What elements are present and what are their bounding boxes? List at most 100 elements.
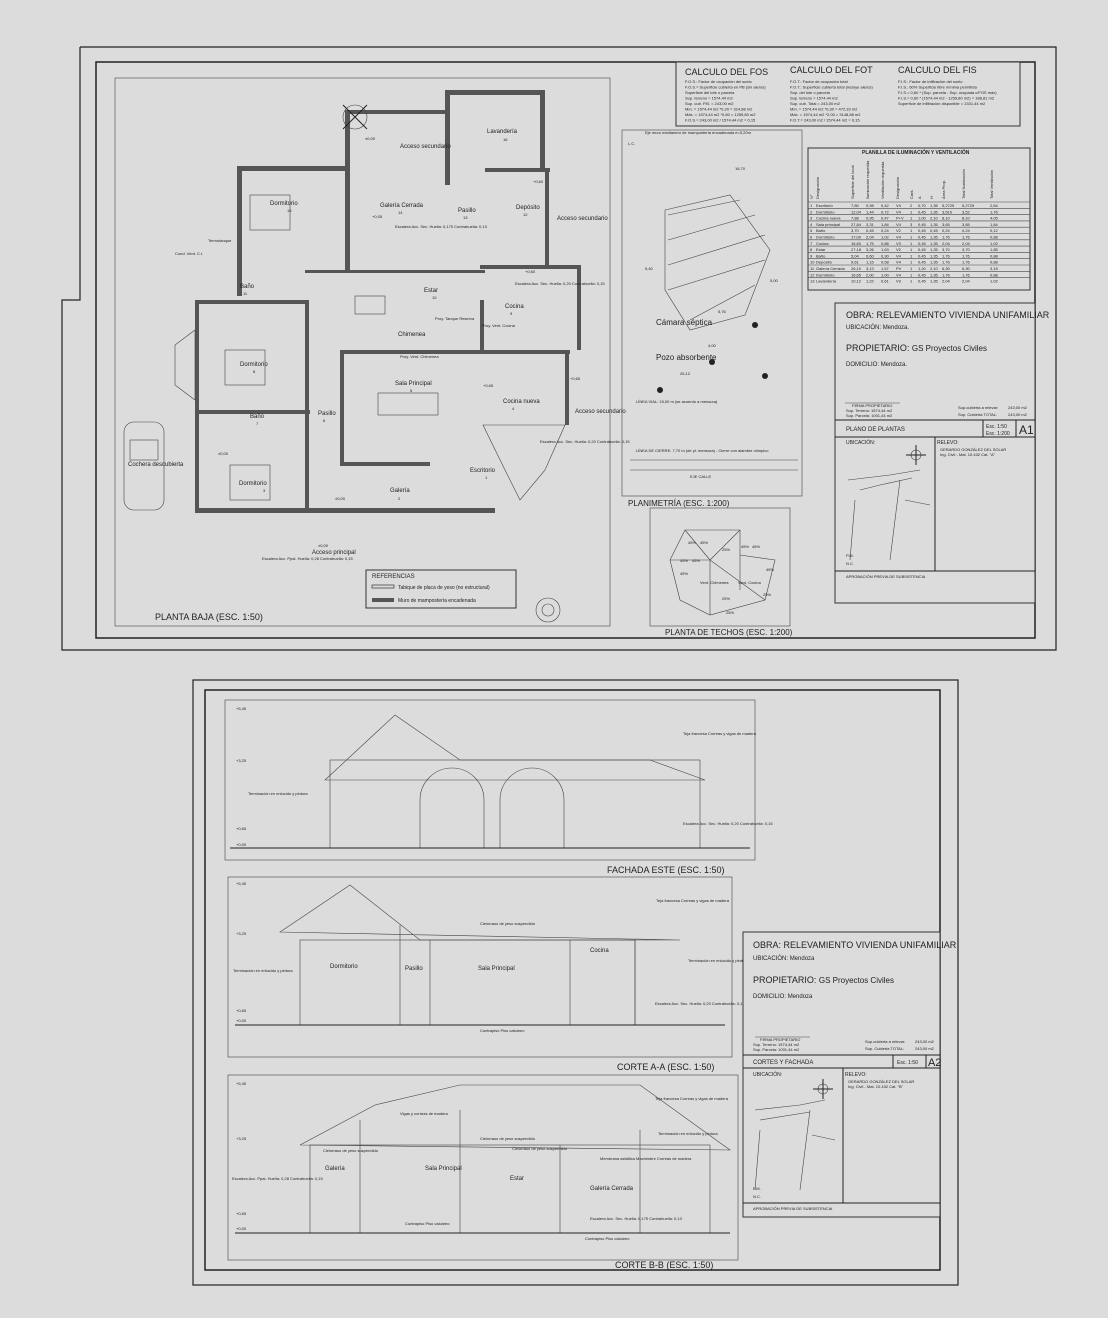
table-cell: 3,65: [942, 222, 951, 227]
table-cell: 9,61: [851, 260, 860, 265]
table-cell: 1: [910, 266, 913, 271]
table-cell: 1,76: [990, 209, 999, 214]
plan-note: Termotanque: [208, 238, 232, 243]
firma-label: FIRMA PROPIETARIO: [852, 403, 892, 408]
room-label: 5: [410, 388, 413, 393]
table-header: Designación: [815, 177, 820, 199]
annotation: Terminación en enlucido y pintura: [688, 958, 748, 963]
table-cell: V4: [896, 235, 902, 240]
room-label: Estar: [510, 1176, 524, 1182]
svg-text:DOMICILIO: Mendoza.: DOMICILIO: Mendoza.: [846, 362, 907, 368]
table-cell: 5,04: [851, 253, 860, 258]
table-cell: 1,84: [990, 222, 999, 227]
bay-window-west: [174, 329, 196, 401]
room-label: Acceso principal: [312, 550, 356, 556]
sheet-2-outer-border: [192, 679, 959, 1286]
table-cell: 1: [910, 260, 913, 265]
table-cell: 9: [810, 253, 813, 258]
location-map: [847, 469, 931, 561]
table-cell: 1,35: [930, 203, 939, 208]
table-cell: 6,30: [942, 266, 951, 271]
fot-line: F.O.T.: Factor de ocupación total: [790, 79, 848, 84]
table-cell: 0,45: [918, 222, 927, 227]
level-mark: ±0,00: [318, 543, 329, 548]
table-header: Designación: [895, 177, 900, 199]
roof-label: 45%: [766, 567, 774, 572]
room-label: Galería Cerrada: [590, 1186, 634, 1192]
level-mark: +5,45: [236, 706, 247, 711]
room-label: Sala Principal: [478, 966, 515, 972]
level-mark: +0,65: [236, 1211, 247, 1216]
table-cell: 12: [810, 272, 815, 277]
table-cell: 10,12: [851, 279, 862, 284]
table-cell: 27,18: [851, 247, 862, 252]
room-label: Acceso secundario: [400, 144, 451, 150]
room-label: Chimenea: [398, 332, 426, 338]
propietario-label: PROPIETARIO:: [753, 975, 816, 985]
table-cell: 5: [810, 228, 813, 233]
room-label: 6: [323, 418, 326, 423]
ubicacion-value: Mendoza.: [883, 325, 910, 331]
planimetria-frame: [621, 129, 803, 497]
table-cell: 6,30: [962, 266, 971, 271]
table-cell: 1,76: [942, 253, 951, 258]
table-cell: 0,88: [881, 241, 890, 246]
table-cell: Lavandería: [816, 279, 837, 284]
table-cell: 10: [810, 260, 815, 265]
fis-line: F.I.S.: Factor de infiltración del suelo: [898, 79, 963, 84]
room-label: 14: [398, 210, 403, 215]
planimetria-label: EJE CALLE: [690, 474, 711, 479]
obra-value: RELEVAMIENTO VIVIENDA UNIFAMILIAR: [784, 940, 957, 950]
room-label: Depósito: [516, 205, 540, 211]
roof-label: Vent. Chimenea: [700, 580, 729, 585]
level-mark: +3,25: [236, 758, 247, 763]
annotation: Terminación en enlucido y pintura: [233, 968, 293, 973]
svg-text:PROPIETARIO: GS Proyectos Civi: PROPIETARIO: GS Proyectos Civiles: [753, 975, 894, 985]
table-cell: 1,00: [918, 216, 927, 221]
table-cell: 0,24: [962, 228, 971, 233]
table-cell: V4: [896, 253, 902, 258]
table-cell: 3,70: [962, 247, 971, 252]
room-label: 8: [253, 369, 256, 374]
table-cell: Dormitorio: [816, 272, 835, 277]
table-cell: 0,42: [881, 203, 890, 208]
table-cell: 0,60: [866, 253, 875, 258]
bed: [229, 464, 271, 501]
table-cell: Estar: [816, 247, 826, 252]
table-cell: 1,15: [866, 260, 875, 265]
fot-title: CALCULO DEL FOT: [790, 65, 873, 75]
table-cell: 0,45: [918, 279, 927, 284]
table-cell: 1,76: [962, 253, 971, 258]
ubicacion-box-label: UBICACIÓN:: [846, 439, 875, 446]
room-label: Pasillo: [458, 208, 476, 214]
house-footprint: [664, 194, 771, 331]
annotation: Escalera Acc. Sec. Huella: 0,175 Contrah…: [590, 1216, 683, 1221]
table-title: PLANILLA DE ILUMINACIÓN Y VENTILACIÓN: [862, 148, 970, 156]
table-cell: PV: [896, 266, 902, 271]
table-cell: 2: [910, 203, 913, 208]
room-label: Acceso secundario: [557, 216, 608, 222]
room-label: Galería: [325, 1166, 345, 1172]
room-label: 15: [287, 208, 292, 213]
sheet-number: A2: [928, 1057, 941, 1069]
table-header: Ventilación requerida: [880, 161, 885, 199]
roof-label: 45%: [688, 540, 696, 545]
table-cell: 1,02: [990, 279, 999, 284]
table-cell: 1: [910, 279, 913, 284]
table-cell: 1: [910, 253, 913, 258]
table-cell: 1,35: [930, 241, 939, 246]
room-label: 10: [432, 295, 437, 300]
bed: [249, 194, 291, 231]
level-mark: +0,60: [533, 179, 544, 184]
table-cell: 12,04: [851, 209, 862, 214]
relevo-matricula: Ing. Civil - Mat. 10.432 Cat. "B": [848, 1084, 904, 1089]
table-cell: 1,57: [881, 266, 890, 271]
planimetria-label: Cámara séptica: [656, 318, 713, 327]
level-mark: ±0,00: [335, 496, 346, 501]
table-cell: Dormitorio: [816, 235, 835, 240]
room-label: Galería Cerrada: [380, 203, 424, 209]
table-cell: V4: [896, 209, 902, 214]
